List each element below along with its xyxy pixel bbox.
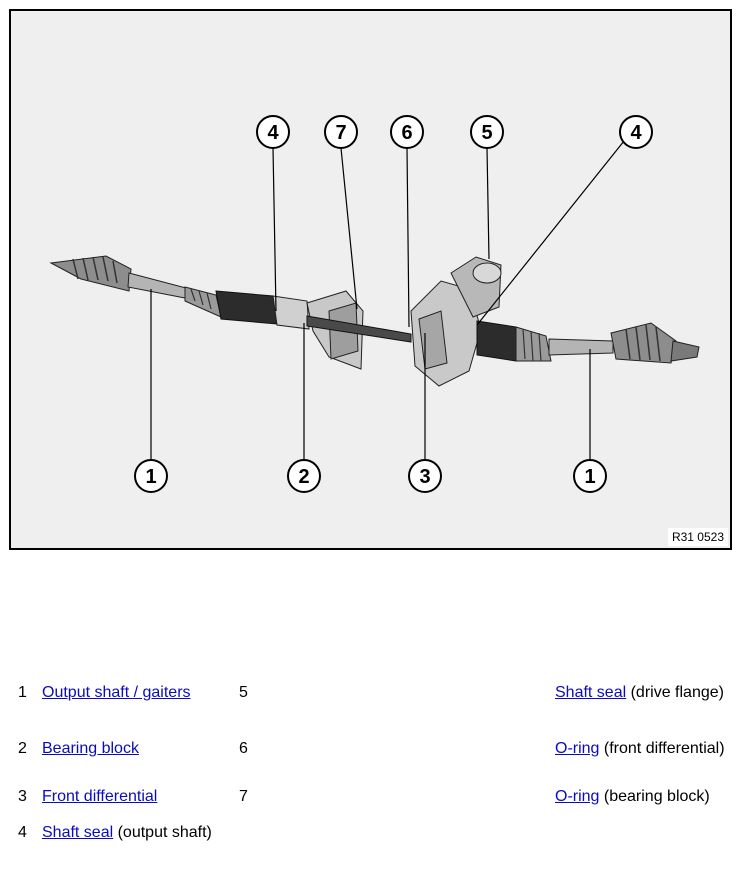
leader-lines bbox=[150, 140, 625, 460]
callout-1-right: 1 bbox=[573, 459, 607, 493]
legend-number: 2 bbox=[18, 740, 27, 757]
callout-label: 7 bbox=[335, 122, 346, 144]
o-ring-front-differential-link[interactable]: O-ring bbox=[555, 740, 600, 757]
legend-note: (bearing block) bbox=[599, 788, 710, 805]
legend-description: Output shaft / gaiters bbox=[42, 682, 227, 703]
callout-label: 6 bbox=[401, 122, 412, 144]
figure-code: R31 0523 bbox=[667, 528, 728, 546]
drive-shaft-diagram: 1 2 3 1 4 7 6 5 bbox=[9, 9, 732, 550]
front-differential bbox=[410, 256, 502, 387]
front-differential-link[interactable]: Front differential bbox=[42, 788, 158, 805]
shaft-seal-output-shaft-link[interactable]: Shaft seal bbox=[42, 824, 114, 841]
legend-description: Shaft seal (output shaft) bbox=[42, 822, 227, 843]
legend-description: O-ring (front differential) bbox=[555, 738, 740, 759]
left-output-shaft bbox=[49, 255, 310, 330]
callout-2: 2 bbox=[287, 459, 321, 493]
right-output-shaft bbox=[476, 320, 700, 364]
legend-number: 6 bbox=[239, 740, 248, 757]
legend-note: (output shaft) bbox=[113, 824, 212, 841]
callout-7: 7 bbox=[324, 115, 358, 149]
shaft-seal-drive-flange-link[interactable]: Shaft seal bbox=[555, 684, 627, 701]
legend-number: 3 bbox=[18, 788, 27, 805]
callout-4-left: 4 bbox=[256, 115, 290, 149]
legend-number: 1 bbox=[18, 684, 27, 701]
legend-number: 7 bbox=[239, 788, 248, 805]
callout-5: 5 bbox=[470, 115, 504, 149]
callout-1-left: 1 bbox=[134, 459, 168, 493]
legend-description: Front differential bbox=[42, 786, 227, 807]
diagram-drawing: 1 2 3 1 4 7 6 5 bbox=[49, 115, 700, 493]
legend-note: (drive flange) bbox=[626, 684, 724, 701]
legend-number: 5 bbox=[239, 684, 248, 701]
bearing-block bbox=[306, 290, 412, 370]
callout-label: 2 bbox=[298, 466, 309, 488]
callout-label: 1 bbox=[584, 466, 595, 488]
callout-label: 4 bbox=[630, 122, 642, 144]
bearing-block-link[interactable]: Bearing block bbox=[42, 740, 139, 757]
output-shaft-gaiters-link[interactable]: Output shaft / gaiters bbox=[42, 684, 191, 701]
callout-3: 3 bbox=[408, 459, 442, 493]
legend-number: 4 bbox=[18, 824, 27, 841]
callout-label: 5 bbox=[481, 122, 492, 144]
legend-note: (front differential) bbox=[599, 740, 725, 757]
callout-label: 4 bbox=[267, 122, 279, 144]
o-ring-bearing-block-link[interactable]: O-ring bbox=[555, 788, 600, 805]
callout-6: 6 bbox=[390, 115, 424, 149]
legend-description: Bearing block bbox=[42, 738, 227, 759]
legend-description: O-ring (bearing block) bbox=[555, 786, 740, 807]
callout-4-right: 4 bbox=[619, 115, 653, 149]
callout-label: 3 bbox=[419, 466, 430, 488]
legend-description: Shaft seal (drive flange) bbox=[555, 682, 740, 703]
callout-label: 1 bbox=[145, 466, 156, 488]
